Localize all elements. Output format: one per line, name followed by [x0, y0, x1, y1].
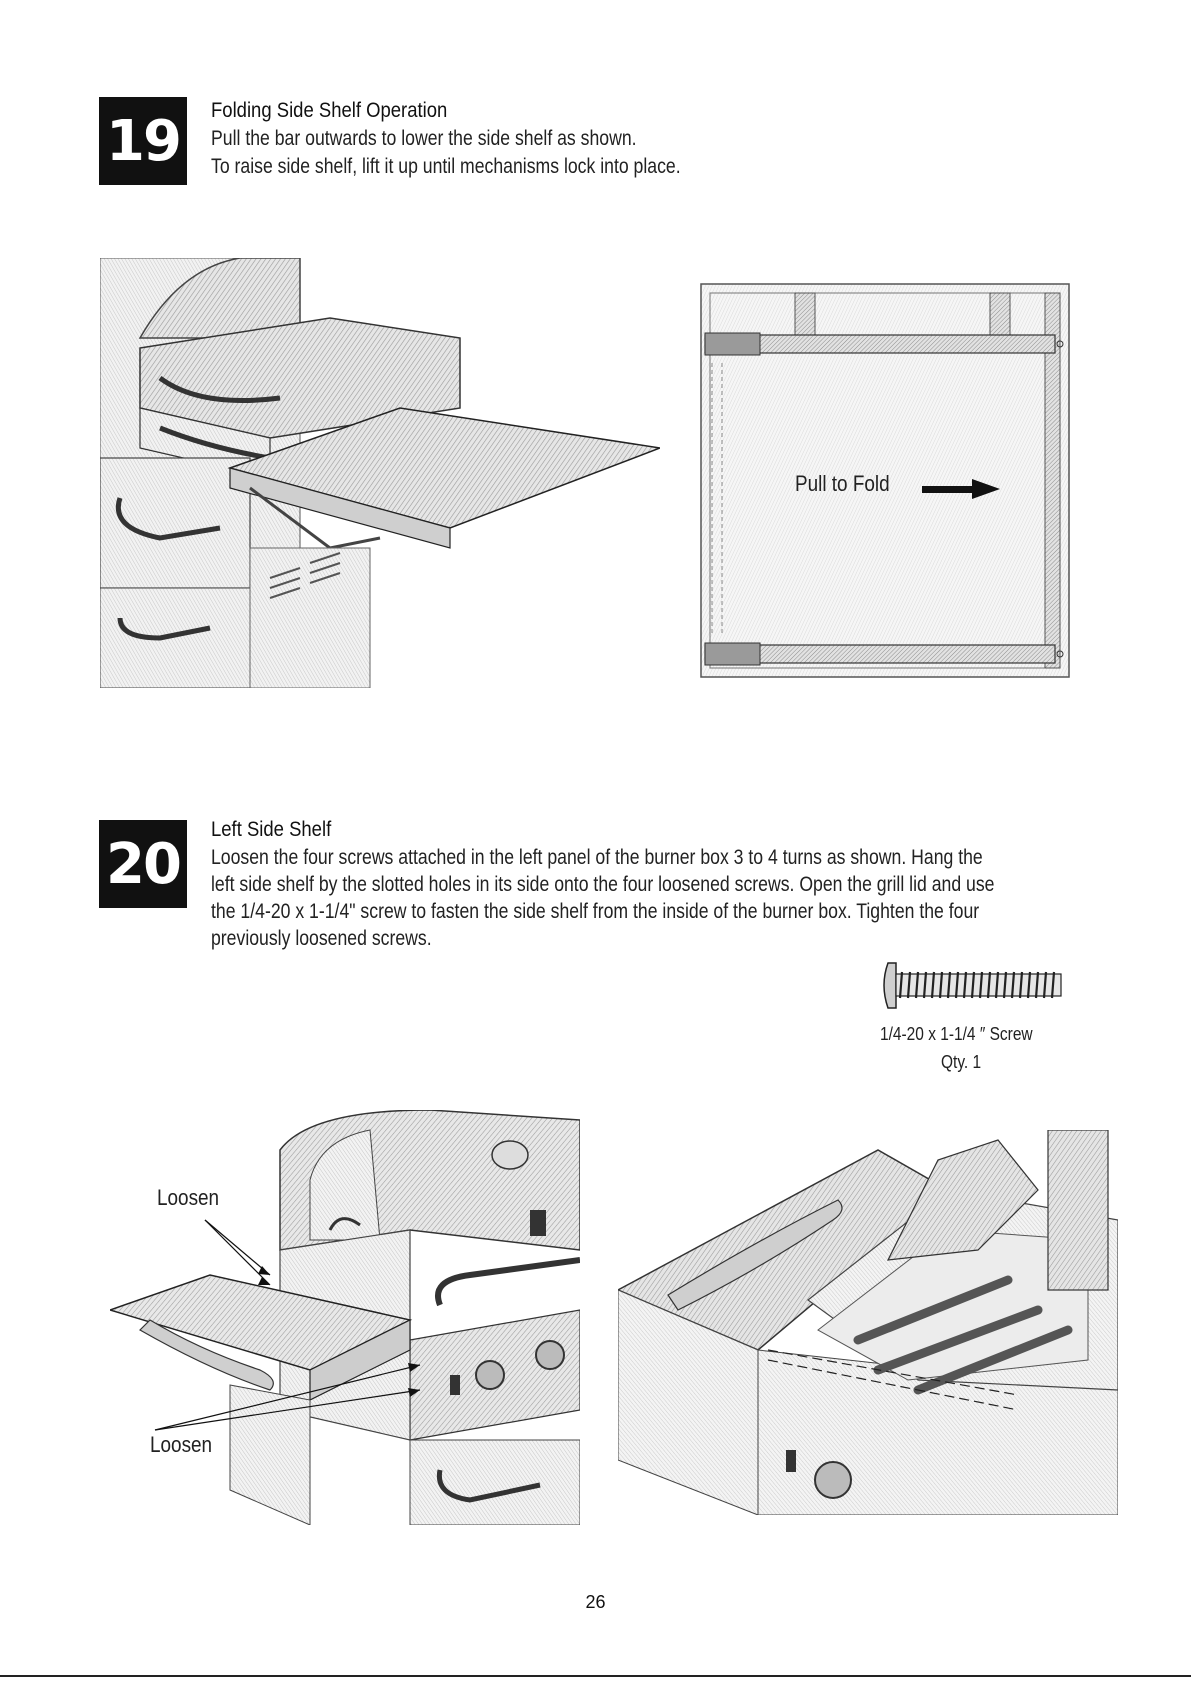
screw-icon: [883, 962, 1062, 1009]
loosen-label-bottom: Loosen: [150, 1432, 213, 1457]
step-20-line-3: the 1/4-20 x 1-1/4" screw to fasten the …: [211, 900, 980, 923]
page-number: 26: [585, 1592, 606, 1612]
step-20-badge: 20: [99, 820, 187, 908]
screw-caption: 1/4-20 x 1-1/4 ″ Screw: [880, 1024, 1033, 1044]
side-shelf-mounting-illustration: [110, 1110, 580, 1525]
folding-shelf-illustration: [100, 258, 660, 688]
step-20-line-4: previously loosened screws.: [211, 927, 432, 950]
pull-to-fold-label: Pull to Fold: [795, 471, 890, 496]
step-19-number: 19: [106, 108, 182, 174]
step-20-title: Left Side Shelf: [211, 818, 332, 841]
shelf-underside-illustration: Pull to Fold: [700, 283, 1070, 678]
loosen-label-top: Loosen: [157, 1185, 220, 1210]
step-19-title: Folding Side Shelf Operation: [211, 99, 448, 122]
step-20-line-2: left side shelf by the slotted holes in …: [211, 873, 995, 896]
shelf-attached-interior-illustration: [618, 1130, 1118, 1515]
step-20-number: 20: [106, 831, 182, 897]
bottom-rule: [0, 1675, 1191, 1677]
step-20-line-1: Loosen the four screws attached in the l…: [211, 846, 983, 869]
screw-quantity: Qty. 1: [941, 1052, 982, 1072]
step-19-line-1: Pull the bar outwards to lower the side …: [211, 127, 637, 150]
step-19-badge: 19: [99, 97, 187, 185]
step-19-line-2: To raise side shelf, lift it up until me…: [211, 155, 681, 178]
